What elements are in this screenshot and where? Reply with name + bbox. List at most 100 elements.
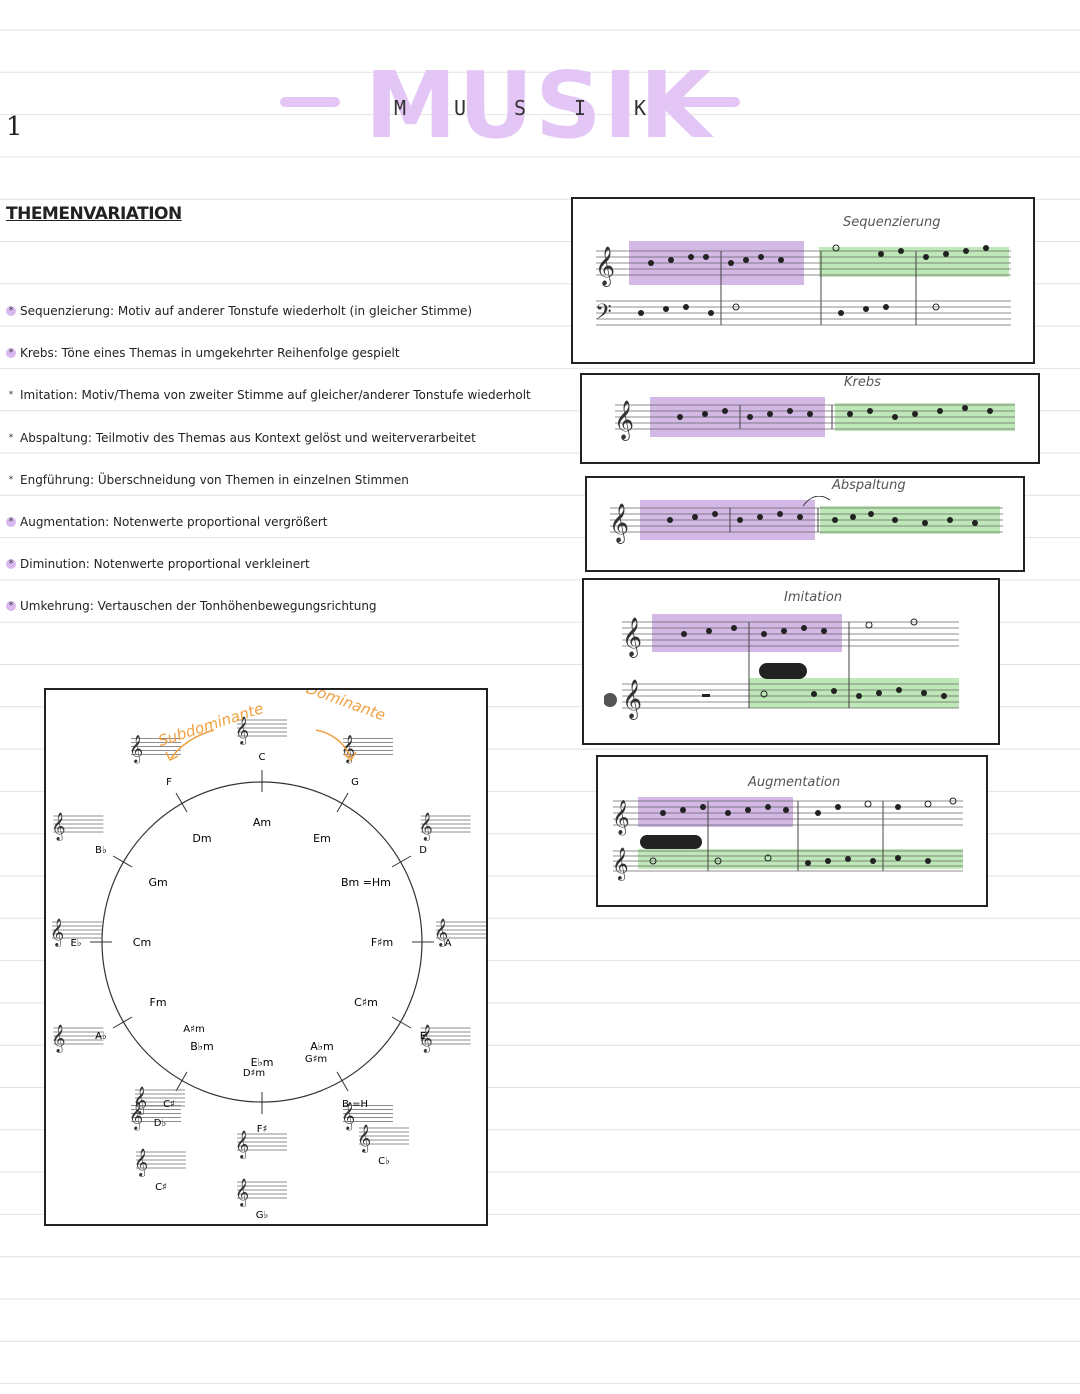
circle-tick (112, 855, 133, 868)
list-item: * Abspaltung: Teilmotiv des Themas aus Ko… (6, 417, 566, 459)
circle-tick (391, 855, 412, 868)
definition-text: Diminution: Notenwerte proportional verk… (20, 557, 310, 572)
treble-clef-icon: 𝄞 (357, 1124, 371, 1153)
minor-key-label: F♯m (371, 936, 393, 949)
minor-key-label: D♯m (243, 1068, 265, 1079)
circle-tick (336, 792, 349, 813)
example-sequenzierung: Sequenzierung 𝄞 𝄢 (571, 197, 1035, 364)
minor-key-label: C♯m (354, 996, 378, 1009)
treble-clef-icon: 𝄞 (129, 734, 143, 763)
circle-tick (175, 1071, 188, 1092)
treble-clef-icon: 𝄞 (51, 1024, 65, 1053)
title-letter: S (513, 96, 527, 120)
treble-clef-icon: 𝄞 (341, 734, 355, 763)
major-key-label: C♯ (163, 1099, 175, 1110)
title-small-letters: M U S I K (370, 96, 670, 120)
circle-tick (112, 1016, 133, 1029)
notes (638, 244, 989, 316)
subdominante-arrowhead (165, 751, 179, 762)
list-item: *Augmentation: Notenwerte proportional v… (6, 501, 566, 543)
title-letter: I (573, 96, 587, 120)
score-imitation: 𝄞 𝄞 (604, 614, 959, 720)
title-dash-left (280, 97, 340, 107)
definition-text: Abspaltung: Teilmotiv des Themas aus Kon… (20, 430, 476, 445)
circle-tick (175, 792, 188, 813)
treble-clef-icon: 𝄞 (612, 847, 629, 881)
example-krebs: Krebs 𝄞 (580, 373, 1040, 464)
staff-lines (622, 621, 959, 709)
example-label: Sequenzierung (843, 215, 941, 230)
treble-clef-icon: 𝄞 (50, 918, 64, 947)
title-letter: K (633, 96, 647, 120)
minor-key-label: Am (253, 816, 271, 829)
notes (667, 511, 978, 526)
treble-clef-icon: 𝄞 (609, 503, 629, 544)
major-key-label: A♭ (95, 1031, 107, 1042)
key-staff: 𝄞 (129, 734, 181, 763)
bullet-icon: * (6, 517, 16, 528)
treble-clef-icon: 𝄞 (434, 918, 448, 947)
key-staff: 𝄞 (235, 1178, 287, 1207)
major-key-label: G (351, 777, 359, 788)
key-staff: 𝄞 (341, 1102, 393, 1131)
treble-clef-icon: 𝄞 (595, 246, 615, 287)
treble-clef-icon: 𝄞 (341, 1102, 355, 1131)
list-item: *Imitation: Motiv/Thema von zweiter Stim… (6, 374, 566, 416)
subdominante-arrow (170, 729, 215, 759)
bullet-icon: * (8, 432, 14, 443)
key-staff: 𝄞 (134, 1148, 186, 1177)
circle-of-fifths: 𝄞𝄞𝄞𝄞𝄞𝄞𝄞𝄞𝄞𝄞𝄞𝄞𝄞𝄞𝄞𝄞 Subdominante Dominante … (50, 679, 486, 1221)
title-dash-right (675, 97, 740, 107)
treble-clef-icon: 𝄞 (235, 1178, 249, 1207)
score-krebs: 𝄞 (614, 397, 1015, 441)
bullet-icon: * (6, 559, 16, 570)
redaction-mark (759, 663, 807, 679)
major-key-label: F♯ (257, 1124, 268, 1135)
dominante-arrow (315, 729, 352, 759)
key-signature-staves: 𝄞𝄞𝄞𝄞𝄞𝄞𝄞𝄞𝄞𝄞𝄞𝄞𝄞𝄞𝄞𝄞 (50, 716, 486, 1207)
treble-clef-icon: 𝄞 (129, 1102, 143, 1131)
key-staff: 𝄞 (51, 1024, 104, 1053)
list-item: *Krebs: Töne eines Themas in umgekehrter… (6, 332, 566, 374)
treble-clef-icon: 𝄞 (133, 1086, 147, 1115)
circle-tick (391, 1016, 412, 1029)
example-label: Imitation (784, 590, 843, 605)
dominante-label: Dominante (304, 690, 388, 724)
notes (677, 405, 993, 420)
minor-key-label: E♭m (251, 1056, 274, 1069)
key-staff: 𝄞 (51, 812, 104, 841)
list-item: *Umkehrung: Vertauschen der Tonhöhenbewe… (6, 585, 566, 627)
bullet-icon: * (6, 601, 16, 612)
score-augmentation: 𝄞 𝄞 (612, 797, 963, 881)
definition-text: Engführung: Überschneidung von Themen in… (20, 472, 409, 487)
treble-clef-icon: 𝄞 (235, 1130, 249, 1159)
key-staff: 𝄞 (50, 918, 102, 947)
minor-key-label: Gm (148, 876, 167, 889)
definition-list: *Sequenzierung: Motiv auf anderer Tonstu… (6, 290, 566, 628)
section-title: THEMENVARIATION (6, 204, 182, 224)
highlight-green (749, 678, 959, 708)
minor-key-label: G♯m (305, 1054, 327, 1065)
circle-tick (336, 1071, 349, 1092)
highlight-green (819, 247, 1009, 277)
bullet-icon: * (6, 348, 16, 359)
example-label: Abspaltung (832, 478, 906, 493)
circle-ticks (90, 770, 434, 1114)
staff-lines (610, 507, 1003, 533)
major-key-label: C♯ (155, 1182, 167, 1193)
example-imitation: Imitation 𝄞 𝄞 (582, 578, 1000, 745)
key-staff: 𝄞 (419, 812, 471, 841)
minor-key-label: B♭m (190, 1040, 213, 1053)
treble-clef-icon: 𝄞 (614, 400, 634, 441)
major-key-label: G♭ (256, 1210, 269, 1221)
score-sequenzierung: 𝄞 𝄢 (595, 241, 1011, 330)
major-key-label: C♭ (378, 1156, 390, 1167)
major-key-label: A (445, 938, 452, 949)
example-augmentation: Augmentation 𝄞 𝄞 (596, 755, 988, 907)
key-staff: 𝄞 (235, 716, 287, 745)
title-letter: M (393, 96, 407, 120)
treble-clef-icon: 𝄞 (612, 800, 630, 836)
treble-clef-icon: 𝄞 (622, 617, 642, 658)
